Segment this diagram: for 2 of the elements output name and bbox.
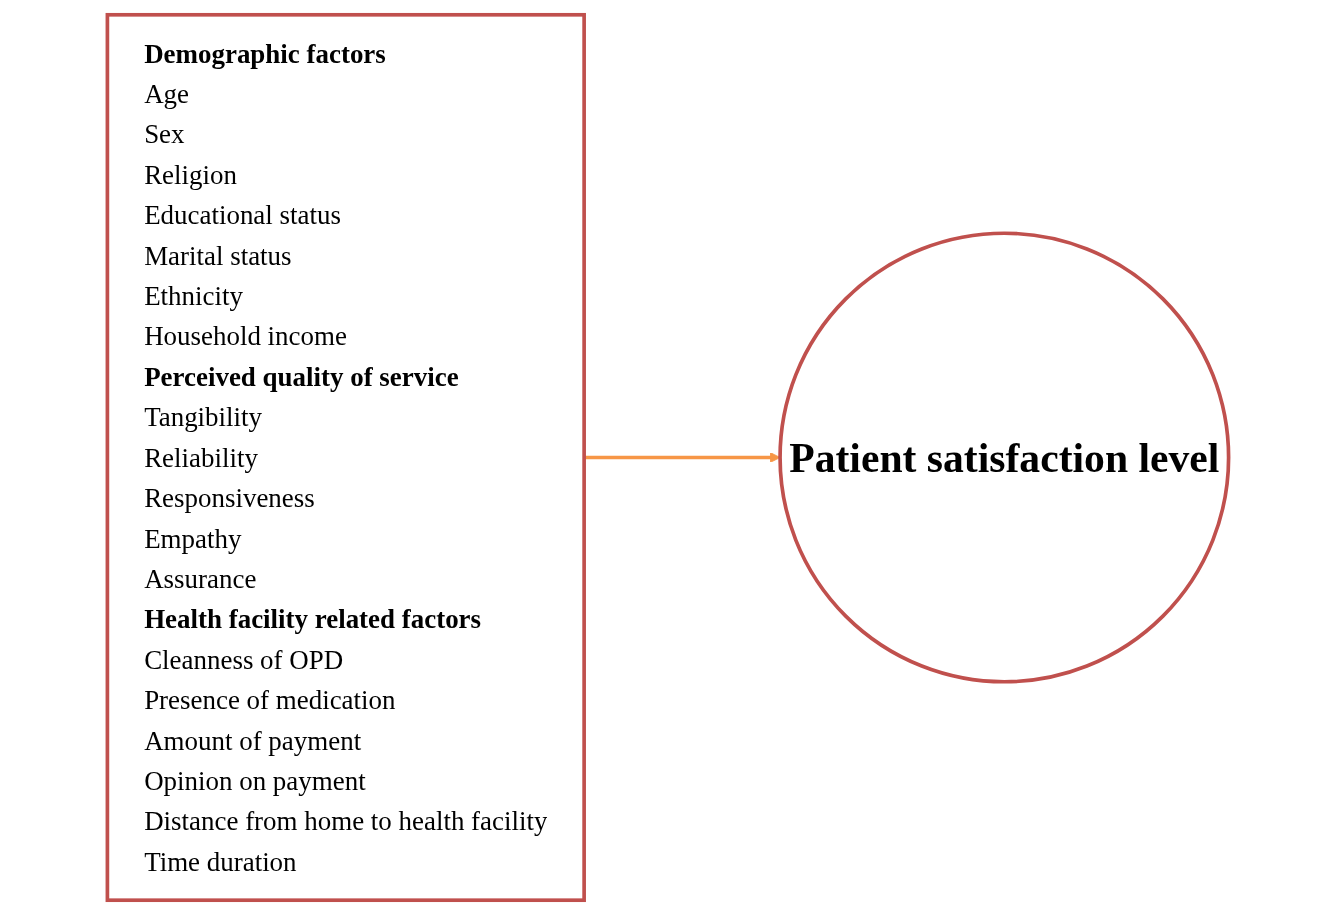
node-box: Demographic factors Age Sex Religion Educational status Marital status Ethnicity Household income Perceived quality of service Tangibility Reliability Responsiveness Empathy Assurance Health facility related factors Cleanness of OPD Presence of medication Amount of payment Opinion on payment Distance from home to health facility Time duration [105, 12, 586, 903]
node-circle: Patient satisfaction level [778, 231, 1231, 684]
